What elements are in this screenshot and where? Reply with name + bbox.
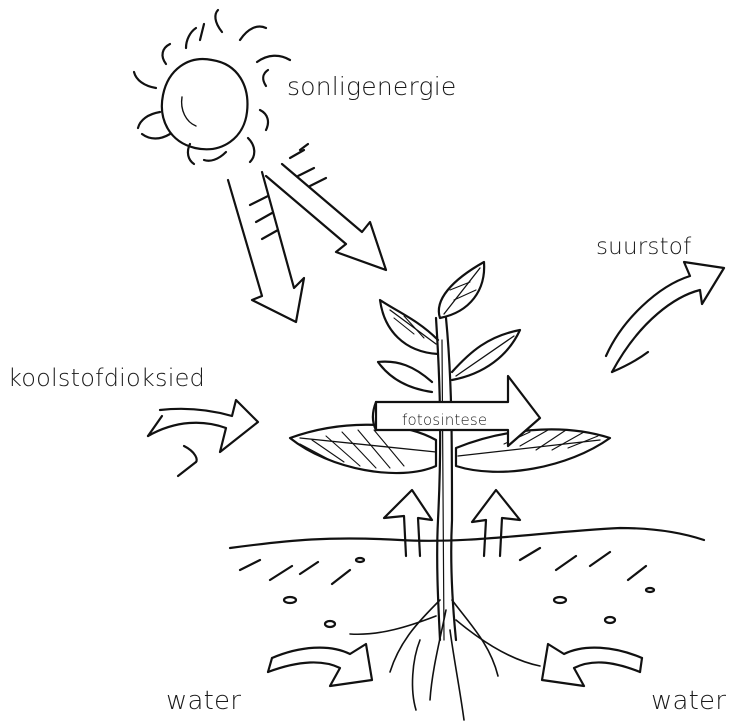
oxygen-arrow	[606, 262, 724, 372]
plant-roots	[350, 600, 540, 720]
label-sunlight-energy: sonligenergie	[287, 72, 456, 101]
label-photosynthesis: fotosintese	[402, 411, 487, 429]
label-water-right: water	[651, 686, 726, 716]
sunlight-arrow-left	[228, 172, 304, 322]
sun-icon	[134, 10, 290, 164]
label-water-left: water	[166, 686, 241, 716]
carbon-dioxide-arrow	[148, 400, 258, 476]
soil	[230, 528, 704, 627]
water-arrow-right	[542, 644, 642, 686]
label-oxygen: suurstof	[596, 234, 691, 260]
water-arrow-left	[268, 644, 372, 686]
label-carbon-dioxide: koolstofdioksied	[8, 364, 205, 392]
plant-stem	[436, 318, 456, 640]
